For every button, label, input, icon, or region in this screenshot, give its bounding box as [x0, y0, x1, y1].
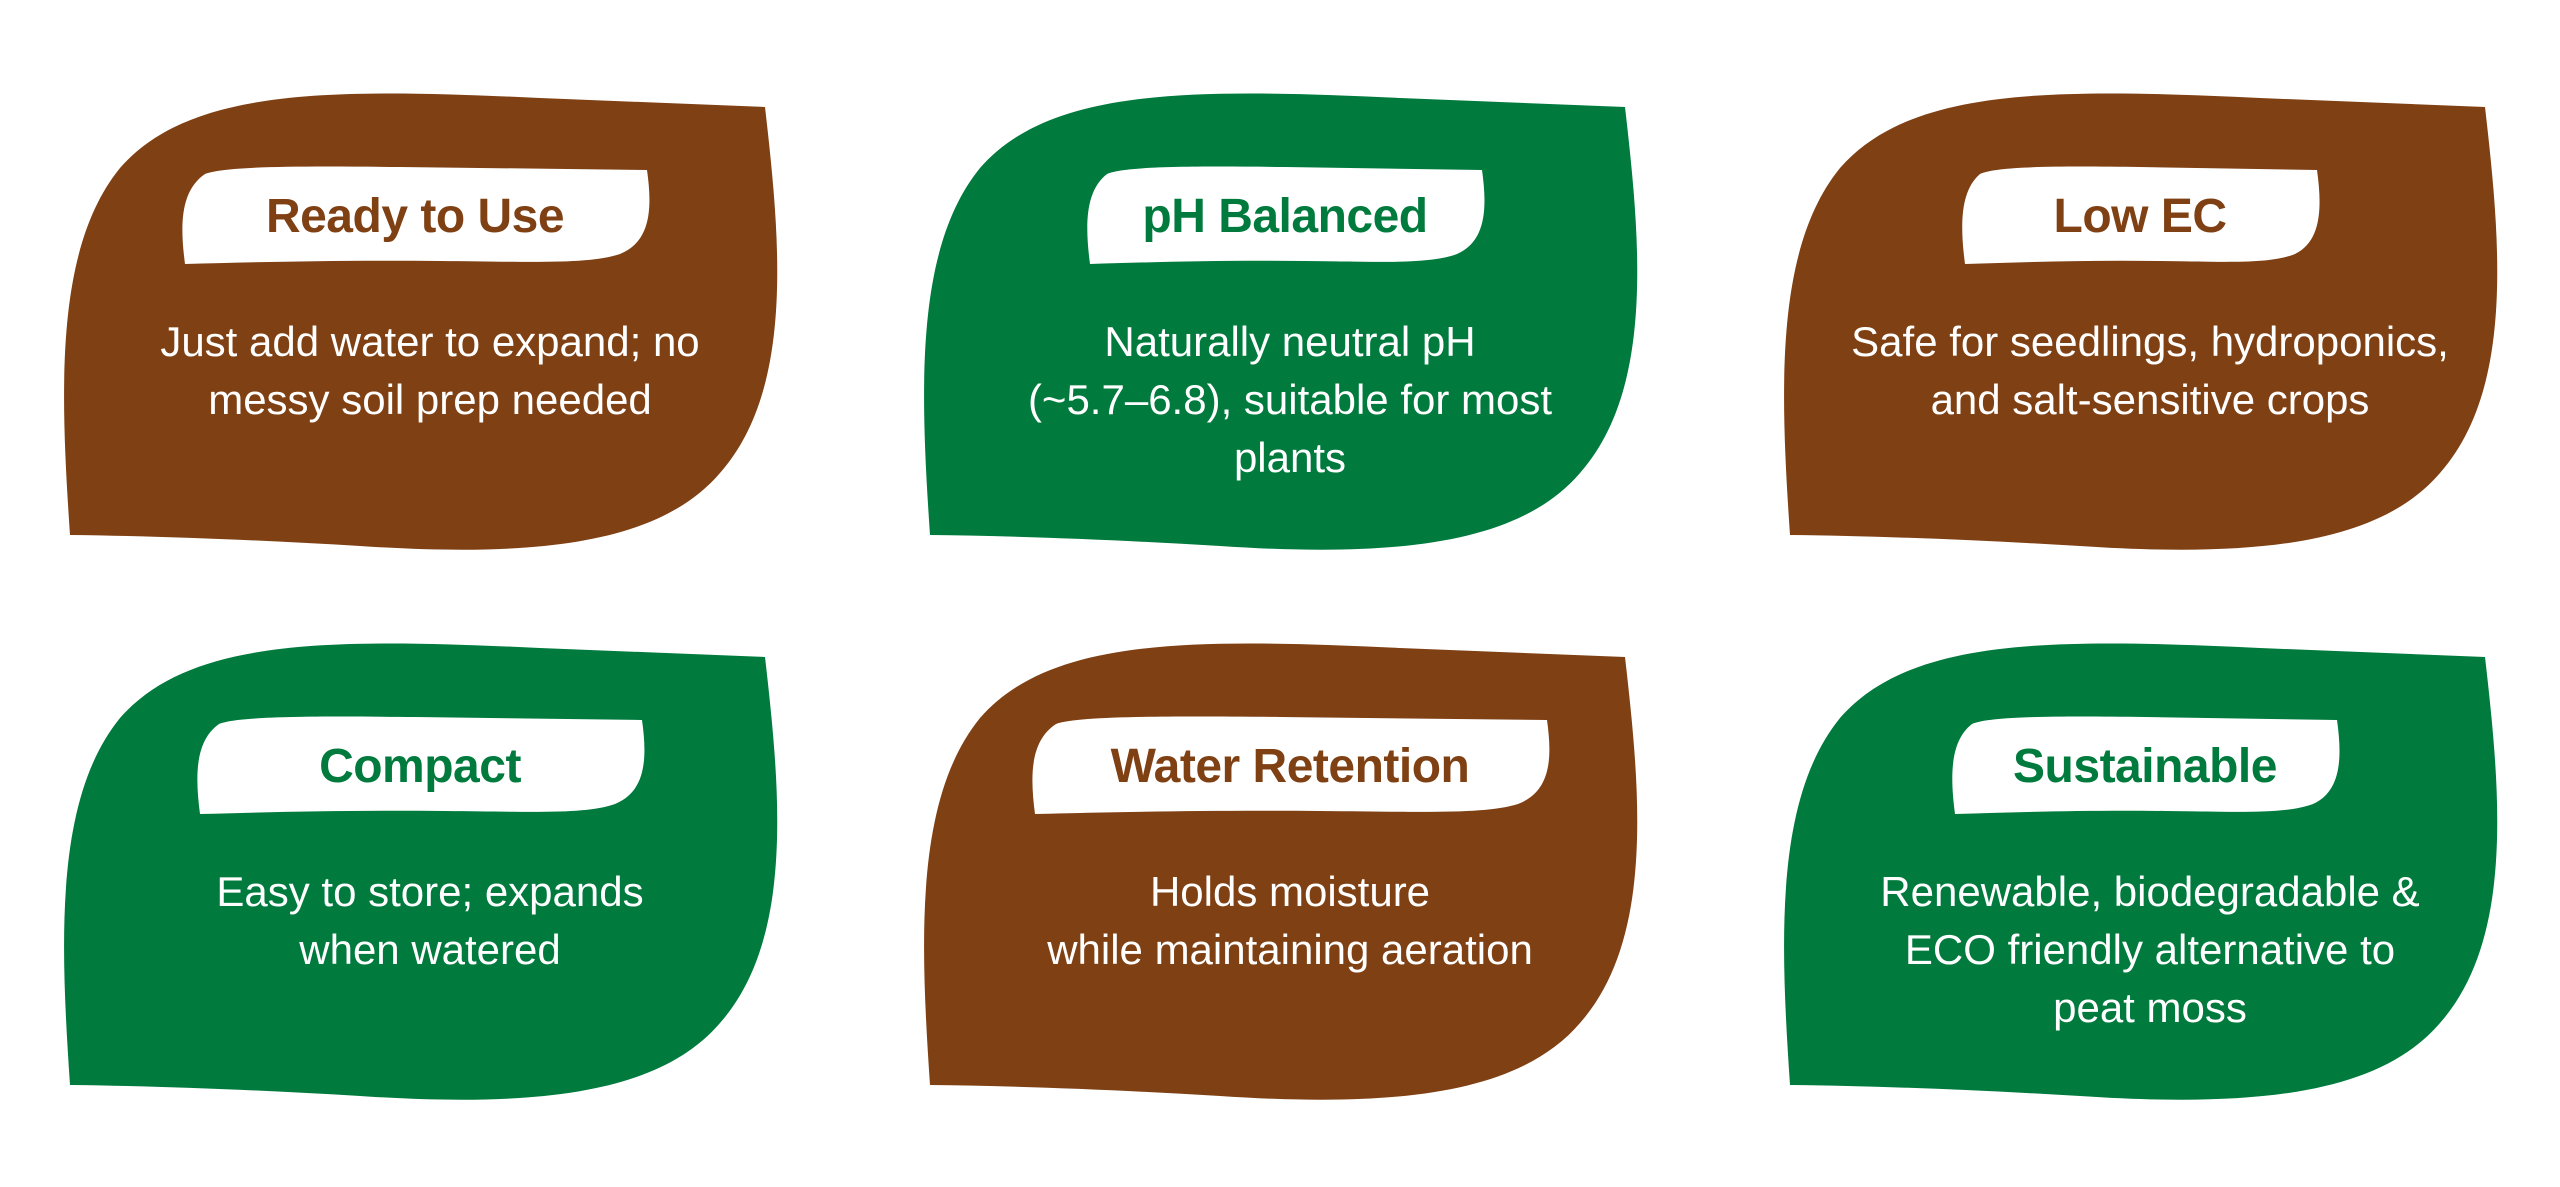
title-pill-shape [1962, 166, 2320, 264]
description-line: Holds moisture [1149, 868, 1431, 915]
feature-card-ph-balanced: pH Balanced Naturally neutral pH (~5.7–6… [920, 88, 1660, 558]
card-title: pH Balanced [1142, 189, 1428, 243]
title-pill: Water Retention [1030, 716, 1550, 816]
feature-card-low-ec: Low EC Safe for seedlings, hydroponics, … [1780, 88, 2520, 558]
description-line: Renewable, biodegradable & [1880, 868, 2420, 915]
title-pill-shape [182, 166, 650, 264]
title-pill-shape [197, 716, 645, 814]
description-line: plants [1233, 434, 1347, 481]
feature-card-sustainable: Sustainable Renewable, biodegradable & E… [1780, 638, 2520, 1108]
card-description: Safe for seedlings, hydroponics, and sal… [1830, 313, 2470, 429]
card-title: Ready to Use [265, 189, 565, 243]
description-line: (~5.7–6.8), suitable for most [1027, 376, 1553, 423]
card-title: Water Retention [1110, 739, 1470, 793]
card-description: Holds moisture while maintaining aeratio… [970, 863, 1610, 979]
card-title: Sustainable [2013, 739, 2277, 793]
title-pill-shape [1032, 716, 1550, 814]
title-pill: pH Balanced [1085, 166, 1485, 266]
description-line: Just add water to expand; no [160, 318, 700, 365]
feature-card-water-retention: Water Retention Holds moisture while mai… [920, 638, 1660, 1108]
description-line: ECO friendly alternative to [1904, 926, 2396, 973]
card-description: Renewable, biodegradable & ECO friendly … [1830, 863, 2470, 1037]
title-pill-shape [1952, 716, 2340, 814]
description-line: Easy to store; expands [216, 868, 644, 915]
title-pill: Ready to Use [180, 166, 650, 266]
description-line: when watered [299, 926, 561, 973]
description-line: Naturally neutral pH [1104, 318, 1476, 365]
card-description: Easy to store; expands when watered [110, 863, 750, 979]
title-pill: Sustainable [1950, 716, 2340, 816]
title-pill: Low EC [1960, 166, 2320, 266]
description-line: Safe for seedlings, hydroponics, [1851, 318, 2449, 365]
description-line: while maintaining aeration [1047, 926, 1533, 973]
title-pill-shape [1087, 166, 1485, 264]
card-description: Naturally neutral pH (~5.7–6.8), suitabl… [970, 313, 1610, 487]
card-description: Just add water to expand; no messy soil … [110, 313, 750, 429]
feature-card-compact: Compact Easy to store; expands when wate… [60, 638, 800, 1108]
description-line: messy soil prep needed [208, 376, 652, 423]
card-title: Compact [319, 739, 521, 793]
card-title: Low EC [2053, 189, 2228, 243]
description-line: peat moss [2053, 984, 2247, 1031]
feature-card-ready-to-use: Ready to Use Just add water to expand; n… [60, 88, 800, 558]
description-line: and salt-sensitive crops [1930, 376, 2370, 423]
title-pill: Compact [195, 716, 645, 816]
